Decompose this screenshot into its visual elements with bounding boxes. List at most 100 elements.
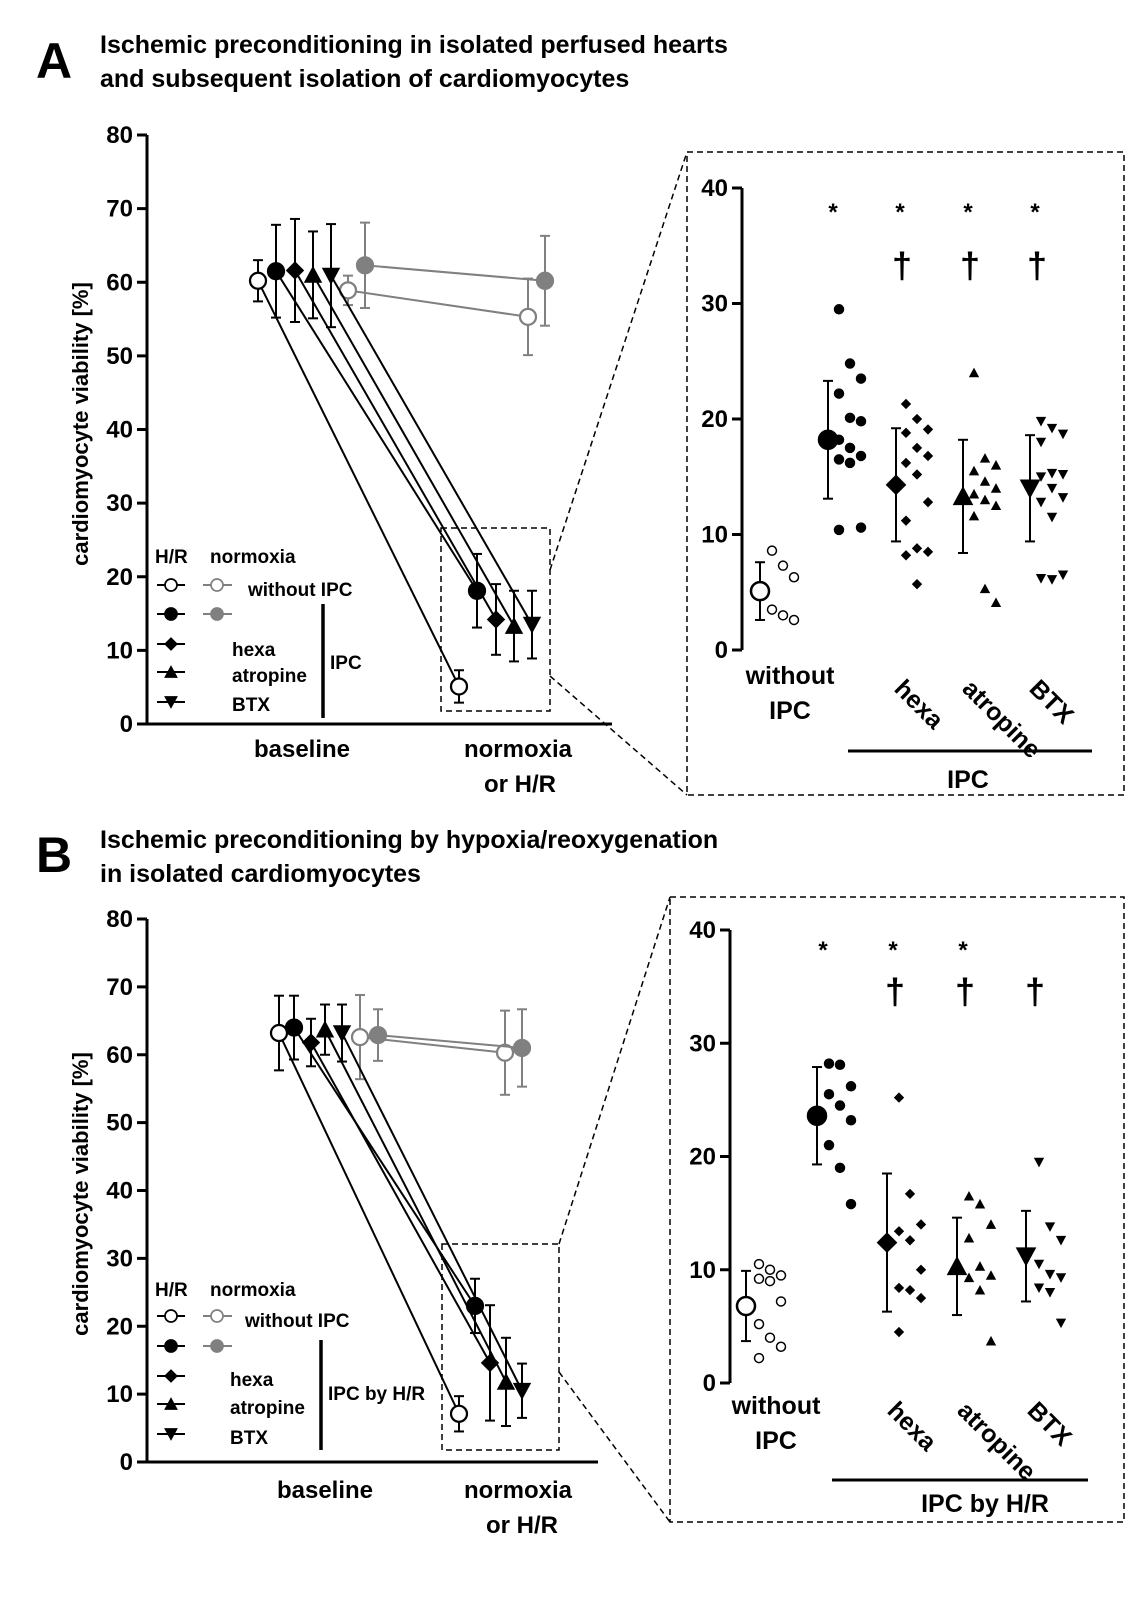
y-tick-label: 40 [689,917,716,944]
individual-point [764,1264,776,1275]
individual-point [900,398,912,410]
data-point [486,610,506,629]
individual-point [1035,472,1047,482]
individual-point [968,510,980,521]
individual-point [855,522,867,533]
individual-point [1057,570,1069,581]
data-point [449,677,469,696]
y-tick-label: 50 [106,343,133,370]
legend-col-normoxia: normoxia [210,1280,296,1301]
series-line [324,1029,507,1383]
individual-point [900,550,912,561]
individual-point [990,597,1002,608]
individual-point [968,488,980,499]
individual-point [753,1258,765,1270]
mean-marker [876,1232,898,1253]
individual-point [1033,1283,1045,1294]
group-label: BTX [1024,674,1079,729]
inset-group-triangle-up: *† [952,199,1002,608]
individual-point [911,578,923,590]
legend-marker-hr [164,637,178,651]
individual-point [1055,1235,1067,1246]
series-normoxia-open-circle [338,274,538,357]
panel-a-letter: A [36,33,72,89]
series-hr-triangle-down [321,223,542,660]
individual-point [922,496,934,508]
group-label-ipc: IPC [769,697,811,725]
panel-b-title-line2: in isolated cardiomyocytes [100,860,421,888]
individual-point [922,450,934,462]
individual-point [1035,437,1047,448]
individual-point [1035,497,1047,508]
legend-marker-hr [164,696,178,709]
data-point [269,1023,289,1043]
data-point [504,616,524,634]
series-line [294,269,497,620]
individual-point [974,1284,986,1295]
individual-point [834,1100,846,1111]
legend-marker-normoxia [210,1309,224,1323]
group-label-ipc: IPC [755,1427,797,1455]
data-point [496,1372,516,1390]
individual-point [900,457,912,469]
individual-point [1044,1222,1056,1232]
mean-marker [1015,1247,1037,1267]
individual-point [753,1318,765,1330]
y-tick-label: 50 [106,1110,133,1137]
significance-dagger: † [885,971,905,1012]
individual-point [911,413,923,425]
individual-point [990,460,1002,470]
panel-b-title-line1: Ischemic preconditioning by hypoxia/reox… [100,826,718,854]
individual-point [823,1139,835,1151]
series-line [275,270,478,592]
y-tick-label: 30 [106,490,133,517]
inset-ipc-label: IPC [947,766,989,794]
category-baseline: baseline [277,1477,373,1504]
individual-point [753,1352,765,1364]
series-hr-open-circle [248,259,469,704]
individual-point [844,412,856,424]
individual-point [979,583,991,594]
inset-group-open-circle [735,1258,787,1364]
individual-point [855,373,867,384]
individual-point [968,367,980,378]
series-hr-diamond [285,217,506,656]
data-point [518,307,538,326]
y-tick-label: 0 [120,1449,133,1476]
panel-b: B Ischemic preconditioning by hypoxia/re… [36,826,1125,1539]
individual-point [1035,573,1047,584]
individual-point [764,1332,776,1343]
mean-marker [806,1105,828,1126]
individual-point [1057,429,1069,440]
series-line [310,1042,491,1364]
individual-point [1046,512,1058,523]
individual-point [893,1282,905,1294]
legend: H/R normoxia without IPC hexa atropine B… [155,547,362,718]
significance-dagger: † [1025,971,1045,1012]
individual-point [753,1273,765,1285]
mean-marker [885,474,907,496]
individual-point [963,1272,975,1283]
individual-point [915,1264,927,1275]
individual-point [1033,1157,1045,1168]
legend-marker-hr [164,1428,178,1441]
individual-point [915,1292,927,1304]
series-line [341,1032,523,1392]
individual-point [911,543,923,554]
y-tick-label: 20 [701,406,728,433]
mean-marker [735,1295,757,1317]
legend-marker-hr [164,1369,178,1383]
data-point [266,262,286,281]
group-label: hexa [889,674,950,735]
individual-point [777,560,789,571]
y-tick-label: 80 [106,906,133,933]
y-tick-label: 70 [106,974,133,1001]
data-point [321,267,341,285]
y-tick-label: 30 [689,1030,716,1057]
individual-point [1046,483,1058,494]
individual-point [911,442,923,454]
